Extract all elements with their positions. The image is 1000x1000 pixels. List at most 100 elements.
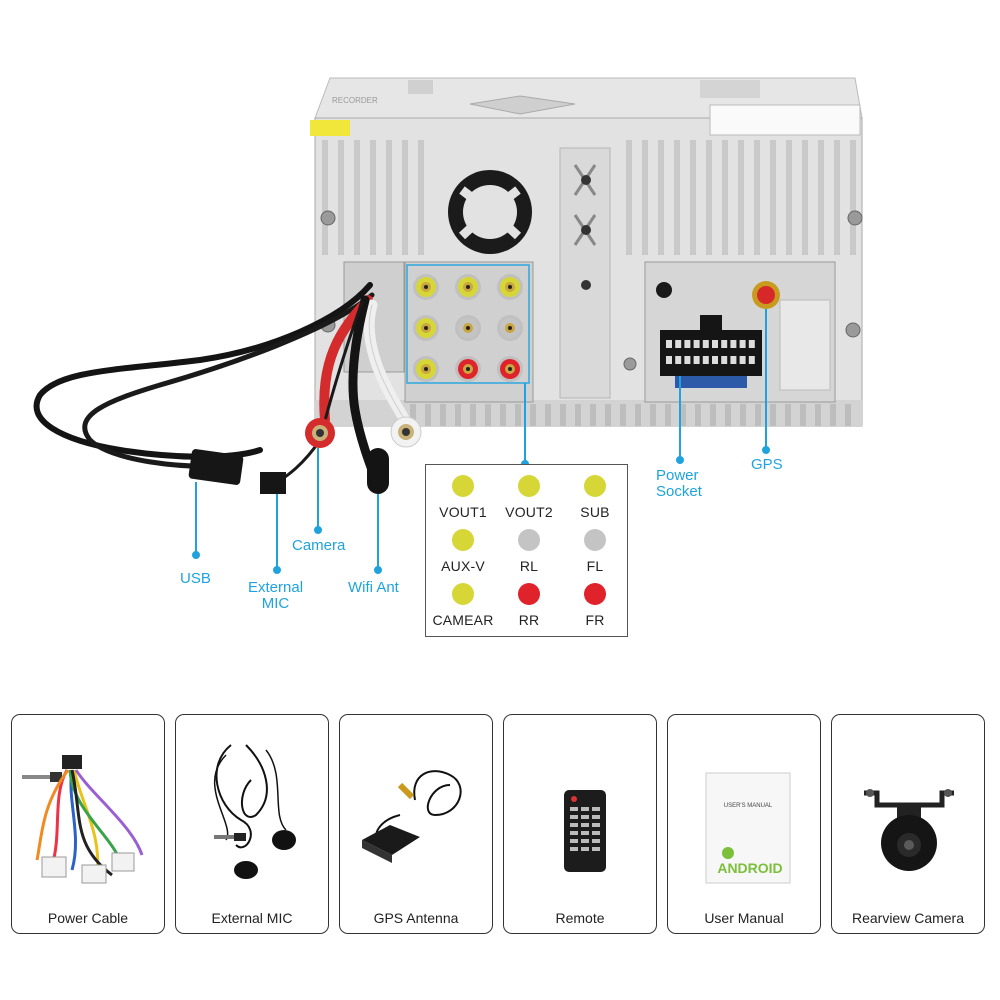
legend-item: VOUT2 (496, 475, 562, 520)
legend-label: RR (518, 612, 540, 628)
usb-plug (188, 449, 244, 485)
barcode-sticker (709, 104, 861, 136)
socket-pin (684, 356, 691, 364)
legend-item: VOUT1 (430, 475, 496, 520)
fin (850, 140, 856, 255)
fin (370, 140, 376, 255)
legend-item: RR (496, 583, 562, 628)
fin (635, 404, 641, 426)
fin (322, 140, 328, 255)
fin (386, 140, 392, 255)
mic-plug (260, 472, 286, 494)
legend-label: VOUT2 (505, 504, 553, 520)
socket-pin (712, 340, 718, 348)
callout-mic-line2: MIC (261, 595, 290, 612)
wifi-antenna-plug (367, 448, 389, 494)
legend-swatch (584, 475, 606, 497)
legend-label: VOUT1 (439, 504, 487, 520)
rca-jack (413, 315, 439, 341)
callout-camera: Camera (292, 537, 346, 554)
rearview-camera-icon (864, 789, 954, 871)
legend-label: AUX-V (441, 558, 485, 574)
fin (710, 404, 716, 426)
rca-jack (497, 274, 523, 300)
manual-logo-text: ANDROID (717, 860, 782, 876)
accessory-card-external-mic: External MIC (175, 714, 329, 934)
fin (626, 140, 632, 255)
mic-hole (656, 282, 672, 298)
socket-pin (684, 340, 691, 348)
center-vent-strip (559, 147, 611, 399)
socket-pin (666, 356, 672, 364)
callout-gps: GPS (751, 456, 783, 473)
legend-swatch (452, 475, 474, 497)
rca-jack (497, 315, 523, 341)
fin (455, 404, 461, 426)
legend-swatch (584, 529, 606, 551)
fin (815, 404, 821, 426)
fin (706, 140, 712, 255)
fin (695, 404, 701, 426)
socket-pin (675, 340, 682, 348)
legend-item: RL (496, 529, 562, 574)
rca-jack (413, 274, 439, 300)
legend-item: SUB (562, 475, 628, 520)
fin (425, 404, 431, 426)
power-cable-icon (22, 755, 144, 884)
fin (338, 140, 344, 255)
fin (402, 140, 408, 255)
fin (830, 404, 836, 426)
accessory-card-rearview-camera: Rearview Camera (831, 714, 985, 934)
fin (680, 404, 686, 426)
fin (785, 404, 791, 426)
socket-pin (702, 356, 709, 364)
legend-swatch (452, 583, 474, 605)
accessory-card-power-cable: Power Cable (11, 714, 165, 934)
fin (354, 140, 360, 255)
fin (770, 404, 776, 426)
rca-panel (404, 261, 534, 403)
remote-control-icon (564, 790, 606, 872)
legend-label: FL (586, 558, 604, 574)
socket-pin (712, 356, 718, 364)
socket-pin (730, 340, 737, 348)
fin (818, 140, 824, 255)
legend-swatch (518, 583, 540, 605)
socket-pin (739, 340, 746, 348)
fin (500, 404, 506, 426)
connector-panel (644, 261, 836, 403)
accessory-label: User Manual (704, 910, 784, 926)
socket-pin (702, 340, 709, 348)
socket-pin (721, 340, 728, 348)
fin (754, 140, 760, 255)
socket-pin (730, 356, 737, 364)
rca-jack (497, 356, 523, 382)
fin (770, 140, 776, 255)
accessory-label: External MIC (211, 910, 293, 926)
fin (620, 404, 626, 426)
socket-pin (748, 356, 755, 364)
fin (786, 140, 792, 255)
socket-pin (739, 356, 746, 364)
legend-swatch (518, 529, 540, 551)
fin (545, 404, 551, 426)
power-socket (660, 330, 762, 376)
legend-item: AUX-V (430, 529, 496, 574)
fan-vent (448, 170, 532, 254)
fin (800, 404, 806, 426)
legend-swatch (518, 475, 540, 497)
callout-power-socket: Power Socket (656, 468, 702, 500)
fin (738, 140, 744, 255)
fin (410, 404, 416, 426)
fin (515, 404, 521, 426)
legend-label: CAMEAR (432, 612, 494, 628)
fin (418, 140, 424, 255)
legend-label: SUB (580, 504, 610, 520)
fin (722, 140, 728, 255)
rca-jack (413, 356, 439, 382)
legend-swatch (452, 529, 474, 551)
warning-sticker (310, 120, 350, 136)
legend-item: CAMEAR (430, 583, 496, 628)
rca-jack (455, 356, 481, 382)
rca-jack (455, 315, 481, 341)
